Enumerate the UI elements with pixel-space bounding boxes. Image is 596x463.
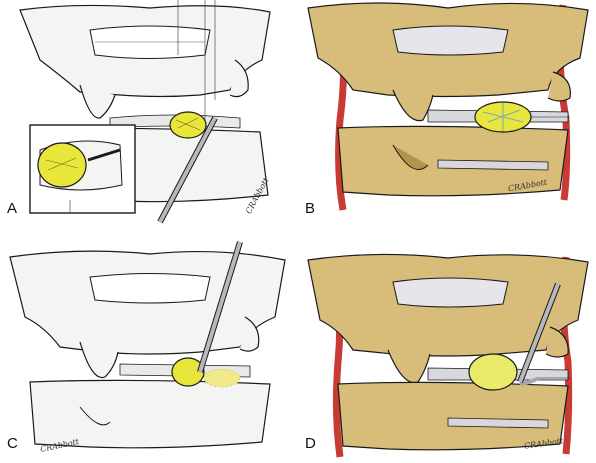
panel-b-label: B — [305, 200, 316, 217]
panel-b-illustration — [298, 0, 596, 231]
panel-d-illustration — [298, 232, 596, 463]
panel-c-label: C — [7, 435, 18, 452]
panel-c: C CRAbbott — [0, 232, 298, 463]
panel-d: D CRAbbott — [298, 232, 596, 463]
panel-d-label: D — [305, 435, 316, 452]
panel-a-label: A — [7, 200, 18, 217]
panel-c-illustration — [0, 232, 298, 463]
panel-a: A CRAbbott — [0, 0, 298, 231]
panel-a-illustration — [0, 0, 298, 231]
panel-b: B CRAbbott — [298, 0, 596, 231]
